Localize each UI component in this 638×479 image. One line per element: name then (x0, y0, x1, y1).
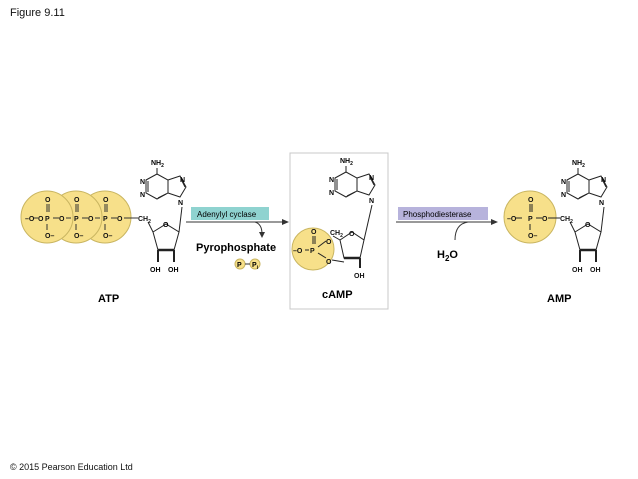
atom-o: O (74, 197, 80, 204)
atom-n: N (599, 200, 604, 207)
atom-p: P (310, 248, 315, 255)
atom-p: P (528, 216, 533, 223)
arrow-head-icon (491, 219, 498, 225)
atom-o: O (38, 216, 44, 223)
atp-oh-right: OH (168, 267, 179, 274)
amp-molecule: –O P O O– O CH2 O OH OH NH2 N N N N AMP (503, 160, 608, 305)
atom-o-minus: O– (528, 233, 537, 240)
copyright-notice: © 2015 Pearson Education Ltd (10, 462, 133, 472)
atom-n: N (369, 198, 374, 205)
adenylyl-cyclase-box (191, 207, 269, 220)
atp-oh-left: OH (150, 267, 161, 274)
atp-molecule: –O O P O O– O P O O– O P O O– O CH2 O OH… (20, 160, 187, 305)
pyrophosphate-label: Pyrophosphate (196, 242, 276, 254)
atom-o: O (45, 197, 51, 204)
atom-o: O (585, 222, 591, 229)
atom-n: N (561, 179, 566, 186)
amp-oh-right: OH (590, 267, 601, 274)
atom-n: N (329, 177, 334, 184)
camp-oh: OH (354, 273, 365, 280)
adenylyl-cyclase-label: Adenylyl cyclase (197, 210, 257, 219)
atom-n: N (561, 192, 566, 199)
atom-o: O (349, 231, 355, 238)
atom-p: P (237, 262, 242, 269)
atom-n: N (369, 175, 374, 182)
adenylyl-cyclase-reaction: Adenylyl cyclase Pyrophosphate P Pi (186, 207, 289, 271)
atom-o: O (117, 216, 123, 223)
atp-phosphate-gamma (20, 190, 74, 244)
amp-nh2: NH2 (572, 160, 585, 169)
figure-label: Figure 9.11 (10, 7, 65, 19)
camp-nh2: NH2 (340, 158, 353, 167)
atom-o-minus: O– (74, 233, 83, 240)
camp-ch2: CH2 (330, 230, 343, 239)
atp-ch2: CH2 (138, 216, 151, 225)
amp-ch2: CH2 (560, 216, 573, 225)
atom-n: N (140, 179, 145, 186)
atom-pi: Pi (252, 262, 259, 271)
camp-molecule: O –O P O O CH2 O OH NH2 N N N N cAMP (291, 158, 376, 301)
atom-n: N (180, 177, 185, 184)
camp-label: cAMP (322, 289, 353, 301)
phosphodiesterase-box (398, 207, 488, 220)
arrow-head-icon (282, 219, 289, 225)
water-label: H2O (437, 249, 458, 263)
arrow-head-icon (259, 232, 265, 238)
atp-label: ATP (98, 293, 119, 305)
phosphodiesterase-label: Phosphodiesterase (403, 210, 472, 219)
atp-nh2: NH2 (151, 160, 164, 169)
atp-o-minus-left: –O (25, 216, 35, 223)
amp-oh-left: OH (572, 267, 583, 274)
atom-o: O (326, 259, 332, 266)
atom-o: O (163, 222, 169, 229)
atom-n: N (601, 177, 606, 184)
amp-label: AMP (547, 293, 571, 305)
atom-o: O (59, 216, 65, 223)
atom-p: P (45, 216, 50, 223)
atom-o-minus: O– (103, 233, 112, 240)
atom-o: O (542, 216, 548, 223)
atom-n: N (178, 200, 183, 207)
amp-o-minus-left: –O (507, 216, 517, 223)
atom-o-minus: –O (293, 248, 303, 255)
atom-n: N (140, 192, 145, 199)
atom-p: P (74, 216, 79, 223)
atom-n: N (329, 190, 334, 197)
atom-o: O (311, 229, 317, 236)
atom-o-minus: O– (45, 233, 54, 240)
atom-o: O (103, 197, 109, 204)
atom-o: O (528, 197, 534, 204)
atom-p: P (103, 216, 108, 223)
camp-phosphate (291, 227, 335, 271)
atom-o: O (88, 216, 94, 223)
amp-phosphate (503, 190, 557, 244)
atom-o: O (326, 239, 332, 246)
phosphodiesterase-reaction: Phosphodiesterase H2O (396, 207, 498, 263)
